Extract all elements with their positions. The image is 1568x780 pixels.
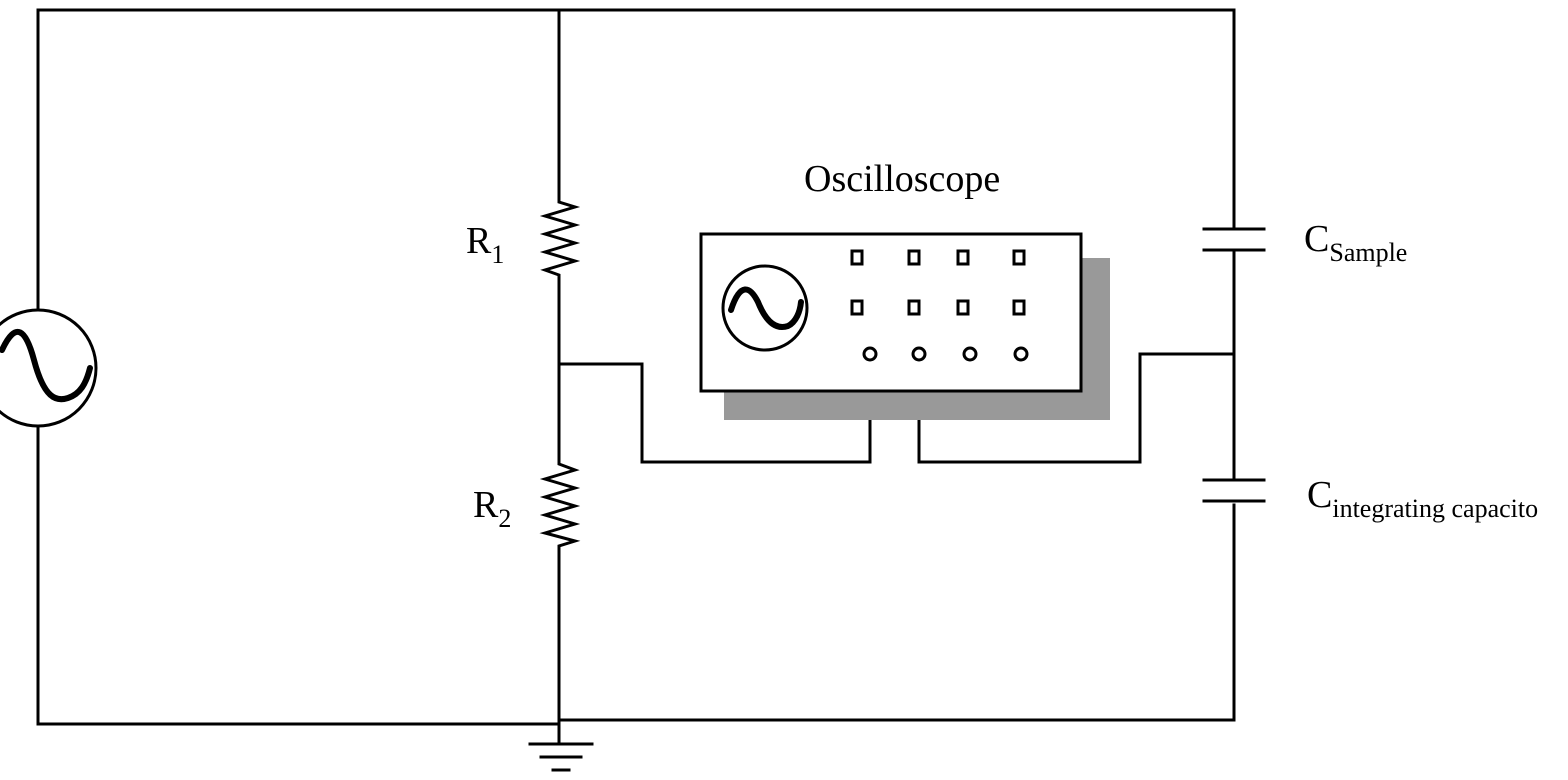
top-wire-left <box>36 8 561 310</box>
r2-label-main: R <box>473 484 499 526</box>
capacitor-sample-icon <box>1202 227 1266 252</box>
c-sample-label: CSample <box>1304 218 1407 266</box>
ac-source-icon <box>0 308 98 428</box>
r2-label: R2 <box>473 484 511 532</box>
oscilloscope-label: Oscilloscope <box>804 158 1001 200</box>
oscilloscope-knobs <box>850 249 1026 316</box>
oscilloscope-icon <box>699 232 1110 420</box>
r1-label-main: R <box>466 220 492 262</box>
r2-label-sub: 2 <box>498 504 512 533</box>
oscilloscope-inputs <box>862 346 1029 362</box>
c-integrating-label-main: C <box>1307 474 1333 516</box>
right-loop-top-wire <box>557 8 1236 231</box>
c-integrating-label-sub: integrating capacito <box>1332 494 1539 523</box>
r1-label: R1 <box>466 220 504 268</box>
capacitor-integrating-icon <box>1202 478 1266 503</box>
c-sample-label-sub: Sample <box>1329 238 1408 267</box>
bottom-wire-left <box>36 424 561 726</box>
ground-icon <box>528 742 594 772</box>
c-sample-label-main: C <box>1304 218 1330 260</box>
probe-wire-ch2 <box>917 352 1236 464</box>
oscilloscope-screen <box>721 264 809 352</box>
c-integrating-label: Cintegrating capacito <box>1307 474 1538 522</box>
screen-sine-wave <box>728 286 804 330</box>
r1-label-sub: 1 <box>491 240 505 269</box>
left-loop-wires <box>36 8 561 726</box>
resistor-r2-icon <box>539 458 581 554</box>
probe-wire-ch1 <box>557 352 872 464</box>
right-loop-bottom-wire <box>557 503 1236 722</box>
resistor-r1-icon <box>539 196 581 282</box>
